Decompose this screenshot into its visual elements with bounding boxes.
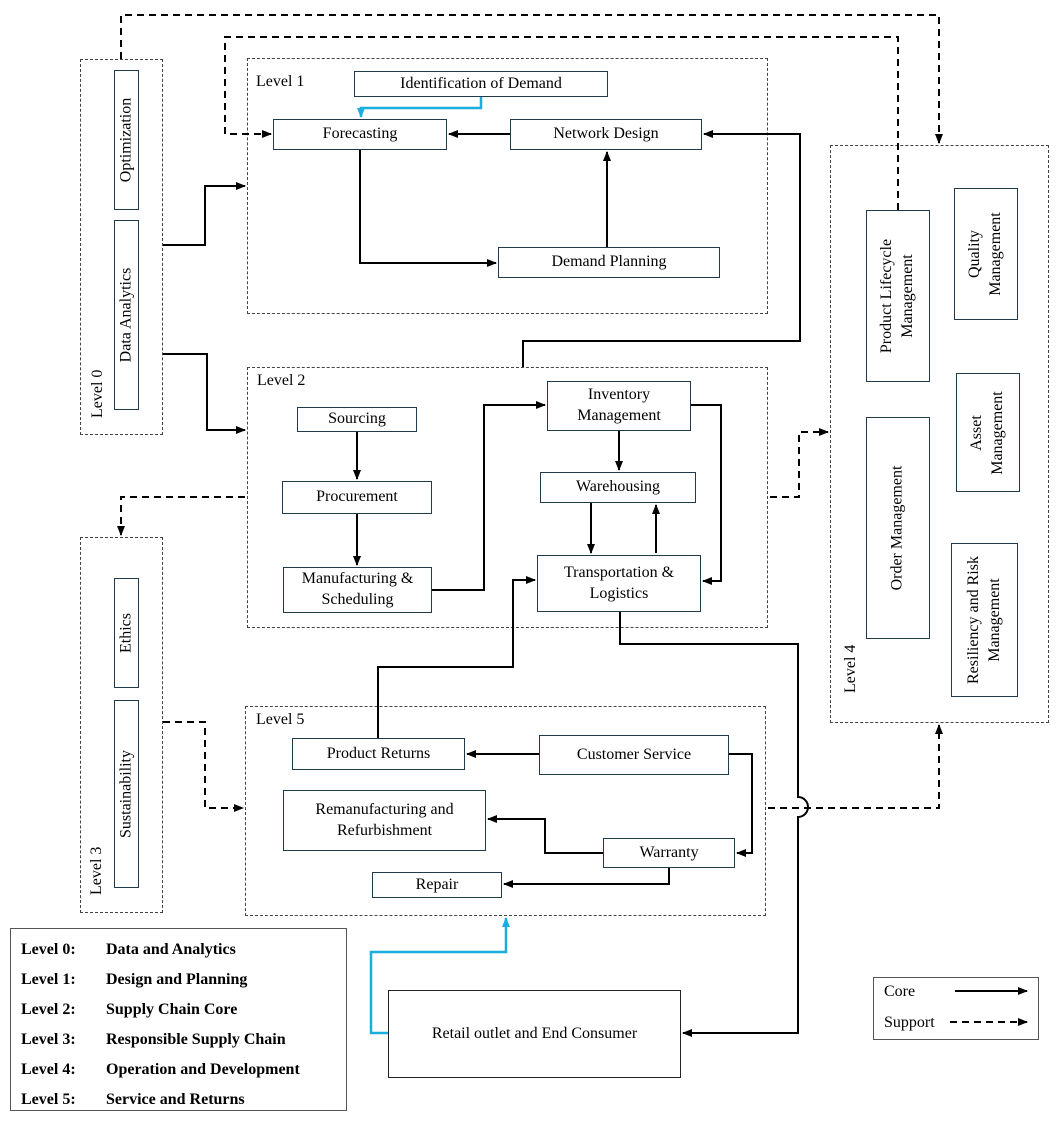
legend-row: Level 3: Responsible Supply Chain (21, 1025, 346, 1055)
legend-row: Level 4: Operation and Development (21, 1055, 346, 1085)
sourcing-box: Sourcing (297, 407, 417, 432)
demand-planning-box: Demand Planning (498, 247, 720, 278)
legend-level: Level 1: (21, 971, 76, 988)
order-management-box: Order Management (866, 417, 930, 639)
product-returns-box: Product Returns (292, 738, 465, 770)
forecasting-box: Forecasting (273, 119, 447, 150)
repair-box: Repair (372, 872, 502, 898)
product-lifecycle-management-box: Product Lifecycle Management (866, 210, 930, 382)
legend-desc: Service and Returns (106, 1091, 245, 1108)
ethics-box: Ethics (114, 578, 139, 688)
line-style-key: Core Support (873, 977, 1039, 1040)
level1-label: Level 1 (256, 73, 305, 90)
legend-desc: Data and Analytics (106, 941, 236, 958)
legend-desc: Design and Planning (106, 971, 248, 988)
identification-of-demand-box: Identification of Demand (354, 71, 608, 97)
level3-group (80, 537, 163, 913)
level-legend: Level 0: Data and Analytics Level 1: Des… (10, 928, 347, 1111)
level1-group (247, 58, 768, 314)
legend-level: Level 0: (21, 941, 76, 958)
asset-management-box: Asset Management (956, 373, 1020, 492)
legend-level: Level 4: (21, 1061, 76, 1078)
customer-service-box: Customer Service (539, 735, 729, 775)
retail-outlet-end-consumer-box: Retail outlet and End Consumer (388, 990, 681, 1078)
level4-group (830, 145, 1049, 723)
level0-group (80, 59, 163, 435)
remanufacturing-refurbishment-box: Remanufacturing and Refurbishment (283, 790, 486, 851)
quality-management-box: Quality Management (954, 188, 1018, 320)
core-key-label: Core (884, 983, 916, 1000)
support-key-label: Support (884, 1014, 935, 1031)
level2-label: Level 2 (257, 372, 306, 389)
level5-group (245, 706, 766, 916)
legend-desc: Supply Chain Core (106, 1001, 238, 1018)
manufacturing-scheduling-box: Manufacturing & Scheduling (283, 567, 432, 613)
warehousing-box: Warehousing (540, 472, 696, 503)
legend-level: Level 2: (21, 1001, 76, 1018)
transportation-logistics-box: Transportation & Logistics (537, 555, 701, 612)
legend-row: Level 5: Service and Returns (21, 1085, 346, 1115)
procurement-box: Procurement (282, 481, 432, 514)
inventory-management-box: Inventory Management (547, 381, 691, 431)
legend-level: Level 3: (21, 1031, 76, 1048)
resiliency-risk-management-box: Resiliency and Risk Management (951, 543, 1018, 697)
legend-desc: Responsible Supply Chain (106, 1031, 286, 1048)
sustainability-box: Sustainability (114, 700, 139, 888)
level2-group (247, 367, 768, 628)
legend-row: Level 2: Supply Chain Core (21, 995, 346, 1025)
level5-label: Level 5 (256, 711, 305, 728)
data-analytics-box: Data Analytics (114, 220, 139, 410)
legend-row: Level 0: Data and Analytics (21, 935, 346, 965)
optimization-box: Optimization (114, 70, 139, 210)
legend-row: Level 1: Design and Planning (21, 965, 346, 995)
legend-level: Level 5: (21, 1091, 76, 1108)
network-design-box: Network Design (510, 119, 702, 150)
warranty-box: Warranty (603, 838, 735, 868)
legend-desc: Operation and Development (106, 1061, 300, 1078)
